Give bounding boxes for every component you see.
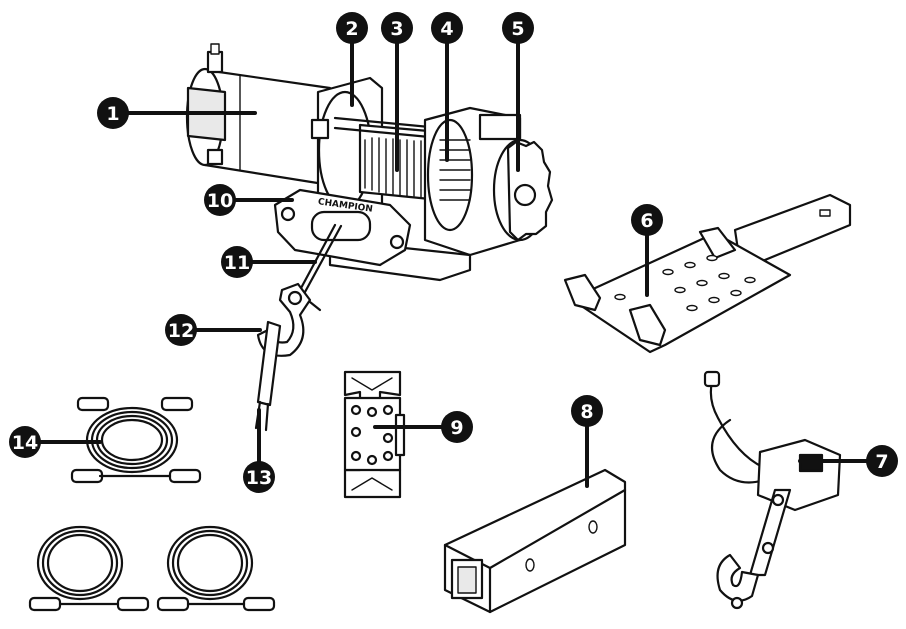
callout-14: 14: [9, 426, 41, 458]
svg-text:14: 14: [12, 432, 38, 454]
contactor: [343, 370, 406, 499]
svg-text:2: 2: [345, 18, 358, 40]
winch-assembly: CHAMPION: [185, 43, 554, 432]
callout-markers: 1 2 3 4 5 6 7 8 9 10 11 12 13 14: [9, 12, 898, 493]
receiver-tube: [443, 468, 627, 614]
cable-coil-right: [156, 525, 276, 612]
callout-8: 8: [571, 395, 603, 427]
svg-text:3: 3: [390, 18, 403, 40]
winch-clutch-knob: [492, 138, 554, 242]
callout-4: 4: [431, 12, 463, 44]
callout-13: 13: [243, 461, 275, 493]
svg-text:13: 13: [246, 467, 272, 489]
callout-5: 5: [502, 12, 534, 44]
mounting-plate: [563, 193, 852, 354]
svg-text:9: 9: [450, 417, 463, 439]
winch-cable: [298, 223, 343, 294]
svg-text:4: 4: [440, 18, 453, 40]
svg-text:8: 8: [580, 401, 593, 423]
callout-9: 9: [441, 411, 473, 443]
winch-fairlead: CHAMPION: [273, 188, 412, 267]
callout-2: 2: [336, 12, 368, 44]
svg-text:5: 5: [511, 18, 524, 40]
callout-7: 7: [866, 445, 898, 477]
callout-1: 1: [97, 97, 129, 129]
svg-text:12: 12: [168, 320, 194, 342]
winch-motor: [185, 43, 332, 187]
svg-text:11: 11: [224, 252, 250, 274]
svg-text:10: 10: [207, 190, 233, 212]
callout-12: 12: [165, 314, 197, 346]
callout-6: 6: [631, 204, 663, 236]
callout-11: 11: [221, 246, 253, 278]
svg-text:7: 7: [875, 451, 888, 473]
cable-coil-left: [28, 525, 150, 612]
cable-coil: [70, 396, 202, 484]
svg-text:1: 1: [106, 103, 119, 125]
callout-3: 3: [381, 12, 413, 44]
handlebar-switch: [703, 370, 842, 610]
svg-text:6: 6: [640, 210, 653, 232]
winch-drum: [333, 116, 442, 202]
callout-10: 10: [204, 184, 236, 216]
